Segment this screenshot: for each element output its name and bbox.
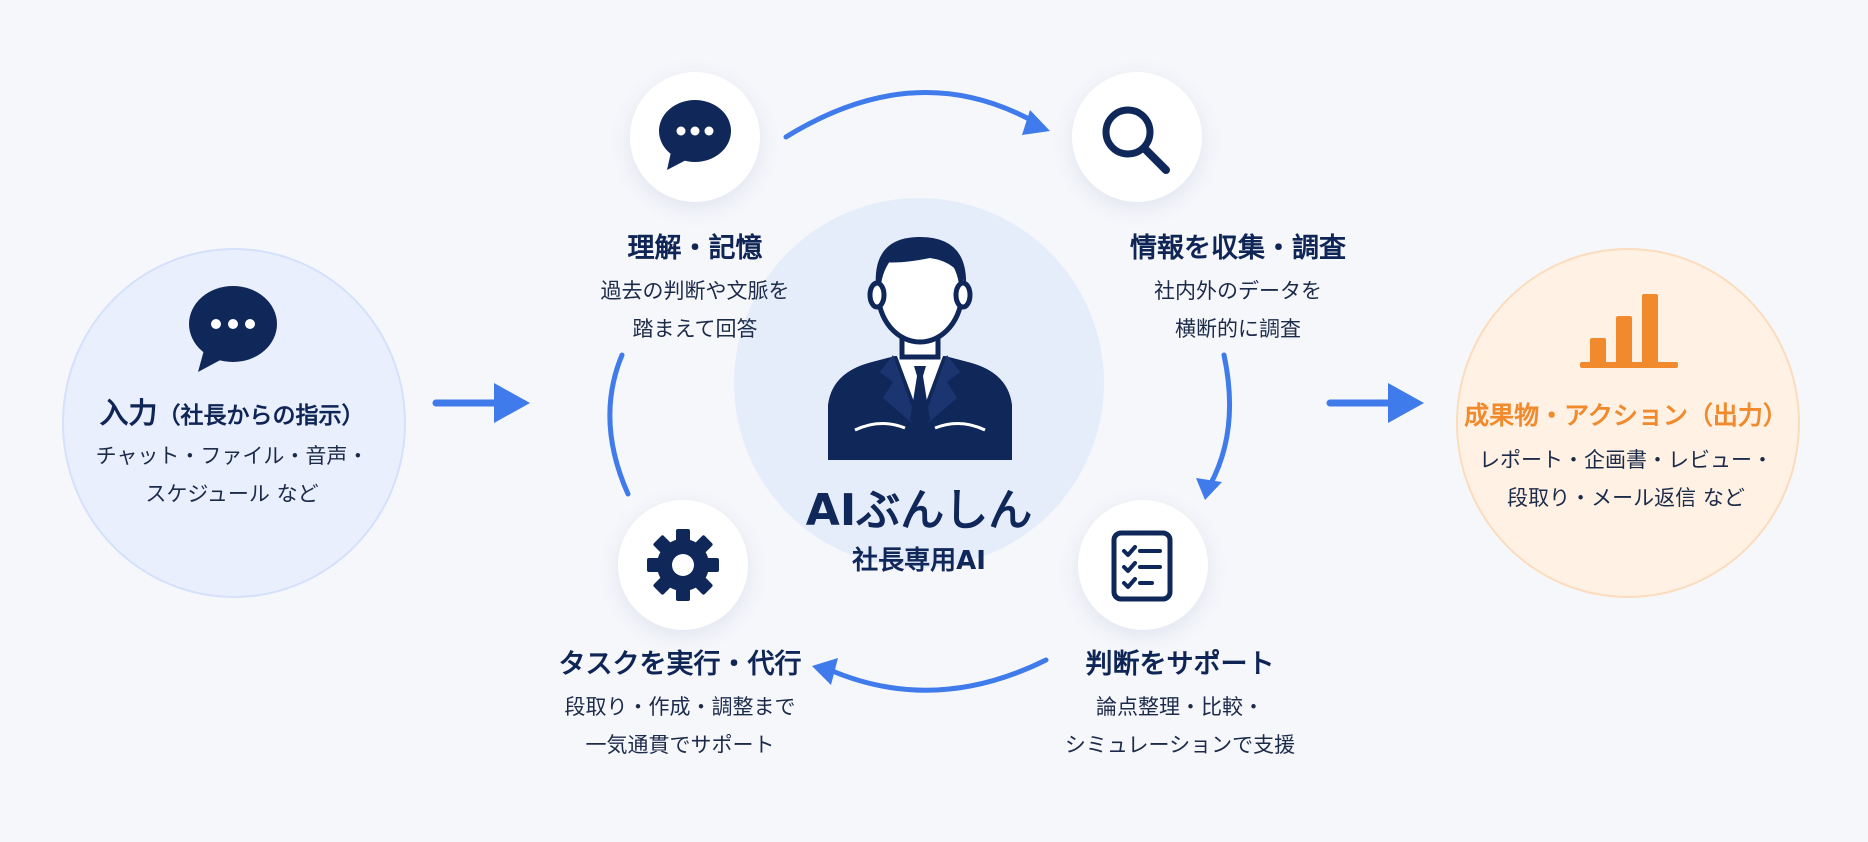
output-arrow	[1326, 383, 1424, 423]
center-subtitle: 社長専用AI	[852, 546, 986, 576]
cycle-arrow-bottom	[827, 657, 1049, 693]
input-arrow	[432, 383, 530, 423]
output-bar-chart-icon	[1580, 294, 1678, 368]
output-title: 成果物・アクション（出力）	[1464, 401, 1788, 430]
step-research-title: 情報を収集・調査	[1130, 233, 1346, 264]
step-desc-line: 論点整理・比較・	[1096, 695, 1264, 719]
cycle-arrow-right-head	[1196, 478, 1222, 500]
output-circle	[1456, 248, 1800, 598]
research-magnifier-icon	[1102, 106, 1170, 174]
step-execute-description: 段取り・作成・調整まで 一気通貫でサポート	[500, 688, 860, 764]
step-execute-title: タスクを実行・代行	[558, 649, 802, 680]
input-title-main: 入力	[99, 396, 158, 430]
cycle-arrow-top-head	[1022, 110, 1050, 135]
step-desc-line: 一気通貫でサポート	[585, 733, 775, 757]
step-desc-line: 社内外のデータを	[1154, 279, 1322, 303]
output-description: レポート・企画書・レビュー・ 段取り・メール返信 など	[1456, 441, 1796, 517]
cycle-arrow-bottom-head	[812, 658, 838, 685]
step-desc-line: 段取り・作成・調整まで	[564, 695, 796, 719]
cycle-arrow-top	[783, 89, 1041, 140]
step-desc-line: 横断的に調査	[1175, 317, 1301, 341]
step-research-description: 社内外のデータを 横断的に調査	[1048, 272, 1428, 348]
output-desc-line: レポート・企画書・レビュー・	[1479, 448, 1773, 472]
cycle-arrow-right	[1207, 352, 1233, 488]
understand-chat-bubble-icon	[659, 100, 731, 170]
step-desc-line: 過去の判断や文脈を	[600, 279, 790, 303]
center-businessman-icon	[828, 236, 1012, 460]
center-title: AIぶんしん	[805, 485, 1033, 536]
input-chat-bubble-icon	[189, 286, 277, 372]
step-desc-line: シミュレーションで支援	[1064, 733, 1296, 757]
support-checklist-icon	[1111, 530, 1173, 602]
research-icon-disc	[1072, 72, 1202, 202]
step-understand-title: 理解・記憶	[627, 233, 763, 264]
input-description: チャット・ファイル・音声・ スケジュール など	[62, 437, 402, 513]
step-understand-description: 過去の判断や文脈を 踏まえて回答	[520, 272, 870, 348]
input-title-paren: （社長からの指示）	[157, 403, 365, 429]
input-title: 入力（社長からの指示）	[62, 390, 402, 432]
step-support-description: 論点整理・比較・ シミュレーションで支援	[1010, 688, 1350, 764]
cycle-arrow-left	[607, 352, 631, 497]
input-desc-line: スケジュール など	[145, 482, 319, 506]
step-support-title: 判断をサポート	[1085, 649, 1275, 680]
execute-gear-icon	[647, 529, 719, 601]
output-desc-line: 段取り・メール返信 など	[1507, 486, 1745, 510]
input-desc-line: チャット・ファイル・音声・	[95, 444, 369, 468]
step-desc-line: 踏まえて回答	[632, 317, 758, 341]
